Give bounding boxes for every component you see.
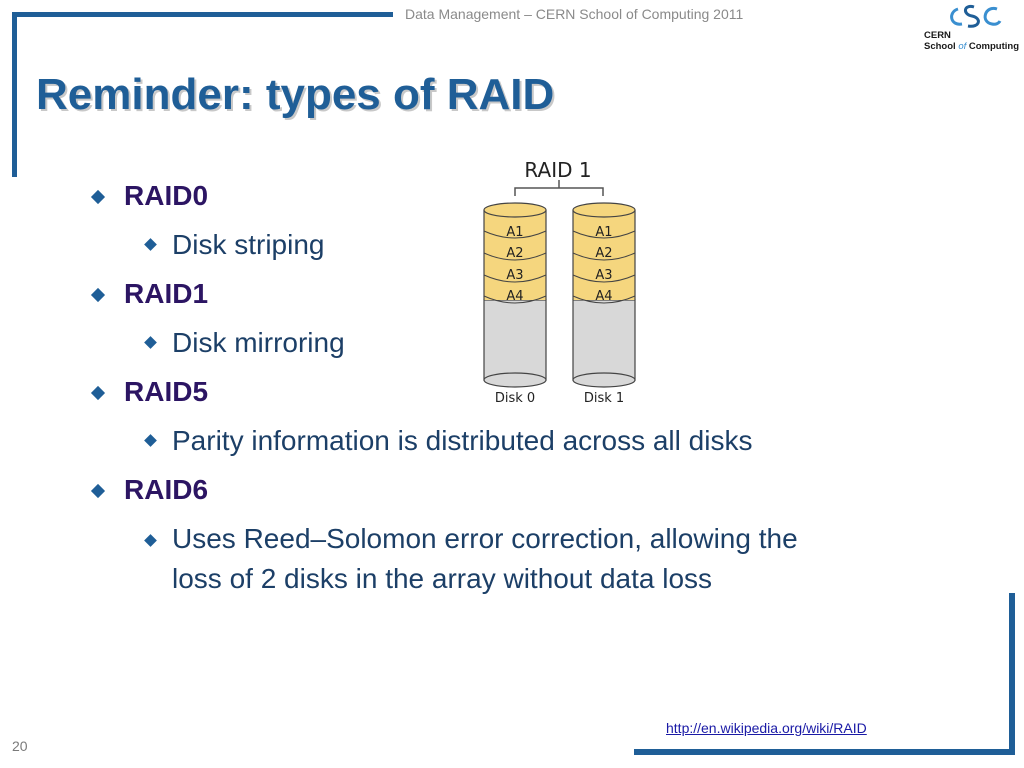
disk1-block-a1: A1 [595, 225, 612, 240]
diamond-bullet-icon [90, 483, 106, 499]
disk0-label: Disk 0 [495, 391, 535, 406]
logo-text: CERN School of Computing [924, 30, 1019, 52]
sub-bullet-raid5: Parity information is distributed across… [172, 425, 753, 456]
disk-1: A1 A2 A3 A4 [572, 202, 636, 388]
diamond-bullet-icon [144, 534, 157, 547]
logo-line-cern: CERN [924, 30, 951, 41]
header-course-title: Data Management – CERN School of Computi… [405, 6, 744, 22]
sub-bullet-raid0: Disk striping [172, 229, 325, 260]
logo-computing-word: Computing [968, 41, 1020, 52]
slide-title: Reminder: types of RAID [36, 70, 555, 119]
diamond-bullet-icon [90, 287, 106, 303]
diamond-bullet-icon [144, 238, 157, 251]
disk1-block-a2: A2 [595, 246, 612, 261]
diagram-title: RAID 1 [524, 158, 591, 182]
disk0-block-a4: A4 [506, 289, 523, 304]
frame-bottom-bar [634, 749, 1015, 755]
bullet-raid5: RAID5 [124, 376, 209, 407]
diamond-bullet-icon [90, 385, 106, 401]
disk0-block-a2: A2 [506, 246, 523, 261]
disk0-block-a3: A3 [506, 268, 523, 283]
logo-school-word: School [924, 41, 956, 52]
bullet-raid0: RAID0 [124, 180, 209, 211]
diamond-bullet-icon [144, 336, 157, 349]
disk1-block-a4: A4 [595, 289, 612, 304]
diamond-bullet-icon [90, 189, 106, 205]
disk-0: A1 A2 A3 A4 [483, 202, 547, 388]
diamond-bullet-icon [144, 434, 157, 447]
disk1-block-a3: A3 [595, 268, 612, 283]
frame-right-bar [1009, 593, 1015, 755]
frame-left-bar [12, 12, 17, 177]
sub-bullet-raid6-line2: loss of 2 disks in the array without dat… [172, 563, 713, 594]
csc-logo-mark-icon [950, 4, 1002, 28]
sub-bullet-raid1: Disk mirroring [172, 327, 345, 358]
frame-top-bar [12, 12, 393, 17]
logo-of-word: of [958, 41, 967, 52]
disk1-label: Disk 1 [584, 391, 624, 406]
wikipedia-raid-link[interactable]: http://en.wikipedia.org/wiki/RAID [666, 720, 867, 736]
disk0-block-a1: A1 [506, 225, 523, 240]
bullet-raid1: RAID1 [124, 278, 209, 309]
raid1-diagram: RAID 1 A1 A2 A3 A4 [483, 158, 636, 406]
diagram-bracket [514, 187, 604, 196]
bullet-raid6: RAID6 [124, 474, 209, 505]
page-number: 20 [12, 738, 28, 754]
sub-bullet-raid6-line1: Uses Reed–Solomon error correction, allo… [172, 523, 798, 554]
logo-line-school: School of Computing [924, 41, 1019, 52]
csc-logo: CERN School of Computing [922, 2, 1020, 60]
